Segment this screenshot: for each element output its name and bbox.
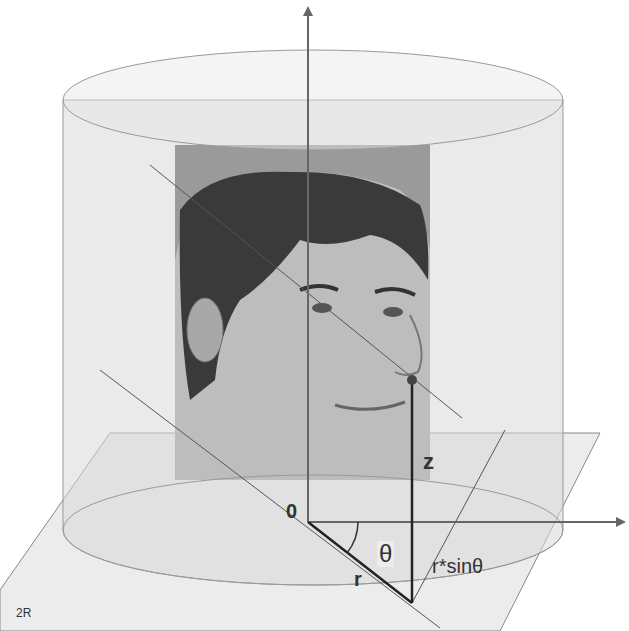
x-axis [308, 521, 624, 523]
face-picture [175, 145, 430, 480]
height-label: z [421, 450, 436, 474]
surface-point [407, 375, 417, 385]
projection-label: r*sinθ [430, 555, 485, 577]
diameter-label: 2R [14, 606, 33, 620]
angle-label: θ [377, 541, 394, 567]
bottom-ellipse [63, 475, 563, 585]
angle-arc [347, 522, 358, 553]
cylinder-body [63, 100, 563, 585]
z-axis [307, 8, 309, 522]
height-line [411, 380, 414, 603]
radius-line [308, 522, 412, 603]
top-ellipse [63, 50, 563, 150]
origin-label: 0 [284, 500, 299, 522]
radius-label: r [352, 568, 364, 590]
